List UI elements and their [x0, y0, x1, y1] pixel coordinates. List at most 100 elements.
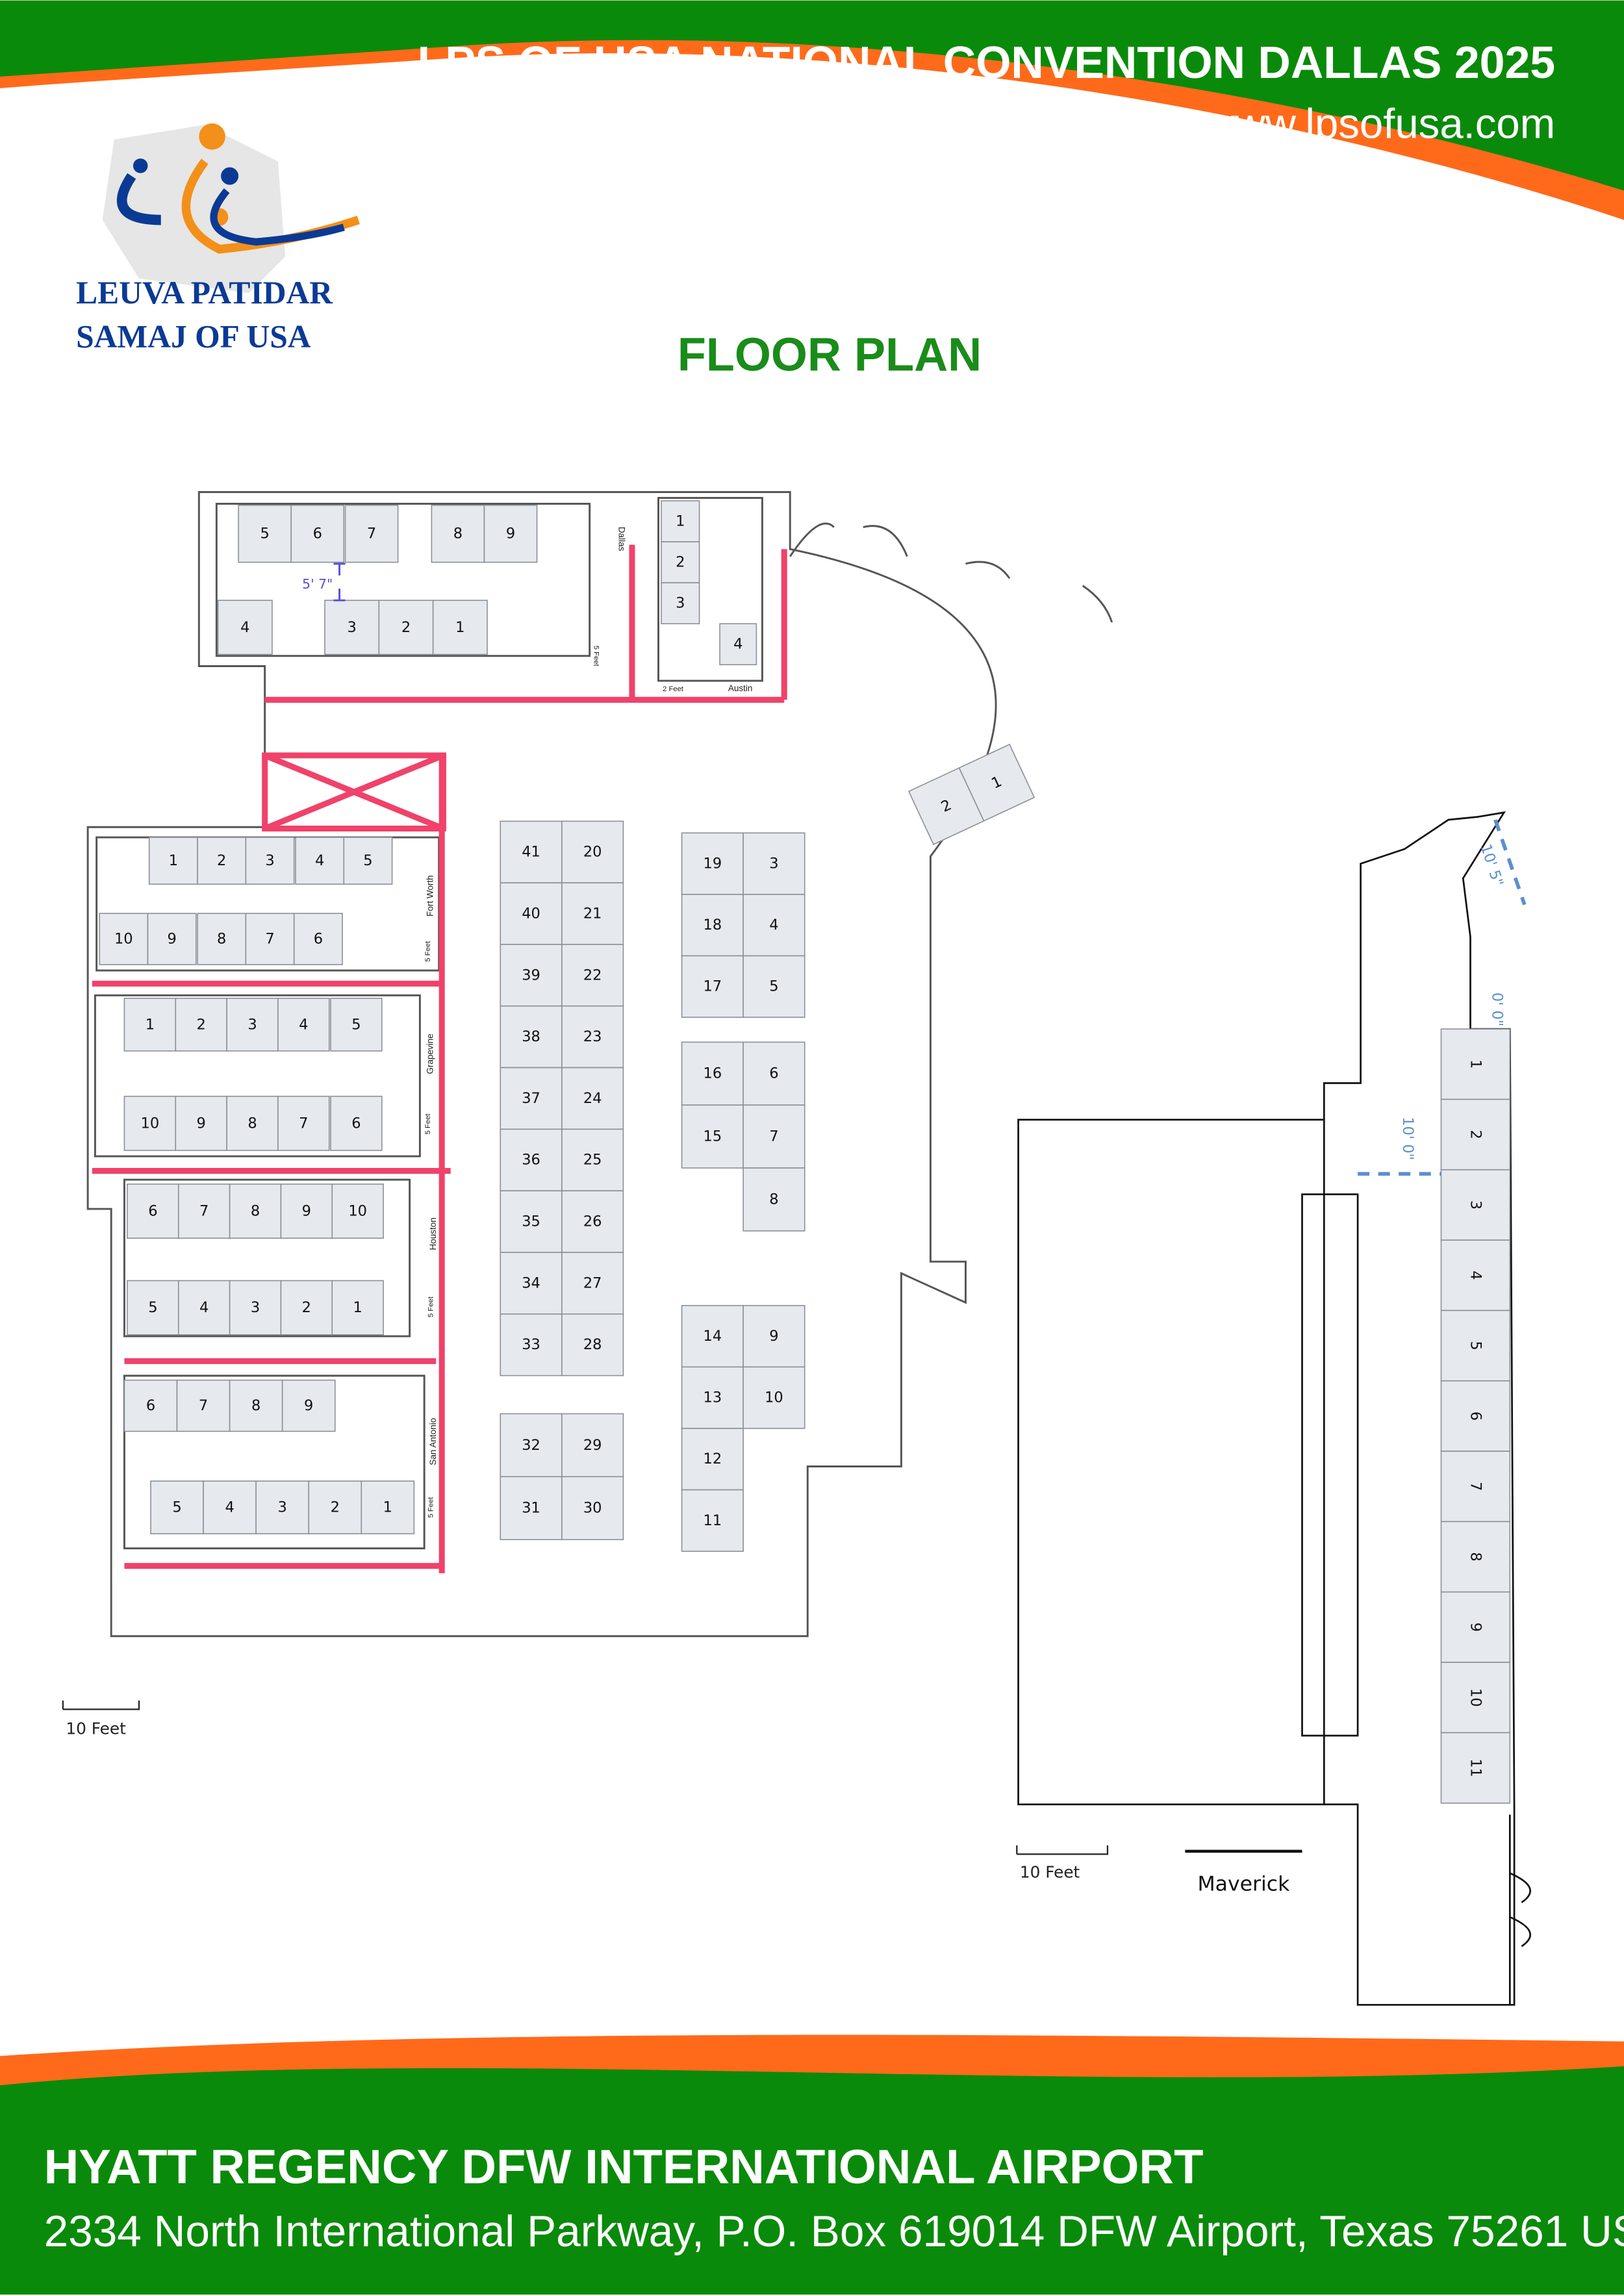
booth-houston-5[interactable]: 5 [127, 1280, 179, 1336]
booth-dallas-3[interactable]: 3 [324, 600, 380, 655]
booth-main-11[interactable]: 11 [681, 1489, 744, 1552]
booth-main-17[interactable]: 17 [681, 955, 744, 1018]
booth-main-34[interactable]: 34 [500, 1252, 563, 1315]
booth-fort-worth-6[interactable]: 6 [293, 913, 343, 965]
booth-san-antonio-7[interactable]: 7 [176, 1379, 231, 1432]
booth-main-14[interactable]: 14 [681, 1304, 744, 1368]
booth-maverick-6[interactable]: 6 [1440, 1380, 1511, 1452]
booth-main-35[interactable]: 35 [500, 1190, 563, 1253]
booth-grapevine-4[interactable]: 4 [277, 997, 330, 1052]
booth-fort-worth-9[interactable]: 9 [147, 913, 197, 965]
booth-houston-2[interactable]: 2 [280, 1280, 333, 1336]
booth-maverick-3[interactable]: 3 [1440, 1169, 1511, 1241]
booth-grapevine-5[interactable]: 5 [330, 997, 383, 1052]
booth-grapevine-6[interactable]: 6 [330, 1095, 383, 1151]
booth-main-37[interactable]: 37 [500, 1067, 563, 1130]
booth-main-38[interactable]: 38 [500, 1005, 563, 1069]
booth-main-18[interactable]: 18 [681, 894, 744, 957]
booth-main-4[interactable]: 4 [742, 894, 806, 957]
booth-fort-worth-5[interactable]: 5 [343, 837, 393, 885]
booth-maverick-2[interactable]: 2 [1440, 1098, 1511, 1171]
booth-san-antonio-6[interactable]: 6 [123, 1379, 178, 1432]
booth-main-30[interactable]: 30 [561, 1476, 624, 1540]
booth-houston-7[interactable]: 7 [177, 1184, 231, 1239]
booth-main-41[interactable]: 41 [500, 820, 563, 883]
booth-main-22[interactable]: 22 [561, 944, 624, 1007]
booth-main-20[interactable]: 20 [561, 820, 624, 883]
booth-maverick-5[interactable]: 5 [1440, 1310, 1511, 1382]
booth-dallas-7[interactable]: 7 [344, 504, 399, 563]
booth-dallas-6[interactable]: 6 [290, 504, 345, 563]
booth-dallas-4[interactable]: 4 [217, 600, 273, 655]
booth-dallas-5[interactable]: 5 [238, 504, 292, 563]
booth-houston-1[interactable]: 1 [331, 1280, 384, 1336]
booth-main-31[interactable]: 31 [500, 1476, 563, 1540]
booth-main-29[interactable]: 29 [561, 1413, 624, 1478]
booth-main-39[interactable]: 39 [500, 944, 563, 1007]
booth-main-23[interactable]: 23 [561, 1005, 624, 1069]
booth-grapevine-1[interactable]: 1 [123, 997, 177, 1052]
booth-main-6[interactable]: 6 [742, 1041, 806, 1106]
booth-main-9[interactable]: 9 [742, 1304, 806, 1368]
booth-maverick-7[interactable]: 7 [1440, 1451, 1511, 1523]
booth-maverick-4[interactable]: 4 [1440, 1239, 1511, 1312]
booth-san-antonio-1[interactable]: 1 [361, 1480, 415, 1534]
booth-san-antonio-4[interactable]: 4 [203, 1480, 257, 1534]
booth-dallas-9[interactable]: 9 [483, 504, 538, 563]
booth-fort-worth-3[interactable]: 3 [245, 837, 295, 885]
booth-grapevine-10[interactable]: 10 [123, 1095, 177, 1151]
booth-grapevine-9[interactable]: 9 [175, 1095, 227, 1151]
booth-fort-worth-4[interactable]: 4 [295, 837, 345, 885]
booth-main-26[interactable]: 26 [561, 1190, 624, 1253]
booth-main-12[interactable]: 12 [681, 1428, 744, 1491]
booth-main-33[interactable]: 33 [500, 1313, 563, 1376]
booth-grapevine-3[interactable]: 3 [226, 997, 279, 1052]
booth-dallas-8[interactable]: 8 [431, 504, 485, 563]
booth-main-13[interactable]: 13 [681, 1366, 744, 1429]
booth-houston-4[interactable]: 4 [177, 1280, 231, 1336]
booth-fort-worth-10[interactable]: 10 [99, 913, 149, 965]
booth-main-15[interactable]: 15 [681, 1104, 744, 1169]
booth-dallas-1[interactable]: 1 [432, 600, 488, 655]
booth-san-antonio-5[interactable]: 5 [150, 1480, 204, 1534]
booth-main-36[interactable]: 36 [500, 1128, 563, 1191]
booth-austin-3[interactable]: 3 [661, 582, 700, 624]
booth-fort-worth-2[interactable]: 2 [197, 837, 247, 885]
booth-maverick-8[interactable]: 8 [1440, 1521, 1511, 1593]
booth-main-24[interactable]: 24 [561, 1067, 624, 1130]
booth-maverick-10[interactable]: 10 [1440, 1662, 1511, 1734]
booth-houston-10[interactable]: 10 [331, 1184, 384, 1239]
booth-san-antonio-8[interactable]: 8 [229, 1379, 283, 1432]
booth-houston-9[interactable]: 9 [280, 1184, 333, 1239]
booth-fort-worth-7[interactable]: 7 [245, 913, 295, 965]
booth-austin-2[interactable]: 2 [661, 541, 700, 583]
booth-maverick-11[interactable]: 11 [1440, 1732, 1511, 1804]
register-link[interactable]: Register Online at www.lpsofusa.com [853, 99, 1555, 147]
booth-main-28[interactable]: 28 [561, 1313, 624, 1376]
booth-fort-worth-8[interactable]: 8 [197, 913, 247, 965]
booth-maverick-9[interactable]: 9 [1440, 1591, 1511, 1663]
booth-main-27[interactable]: 27 [561, 1252, 624, 1315]
booth-grapevine-8[interactable]: 8 [226, 1095, 279, 1151]
booth-austin-4[interactable]: 4 [719, 623, 757, 666]
booth-houston-6[interactable]: 6 [127, 1184, 179, 1239]
booth-grapevine-2[interactable]: 2 [175, 997, 227, 1052]
booth-lobby-2[interactable]: 2 [907, 767, 985, 845]
booth-maverick-1[interactable]: 1 [1440, 1028, 1511, 1100]
booth-san-antonio-3[interactable]: 3 [255, 1480, 310, 1534]
booth-austin-1[interactable]: 1 [661, 500, 700, 542]
booth-main-7[interactable]: 7 [742, 1104, 806, 1169]
booth-main-19[interactable]: 19 [681, 832, 744, 895]
booth-main-25[interactable]: 25 [561, 1128, 624, 1191]
booth-main-5[interactable]: 5 [742, 955, 806, 1018]
booth-san-antonio-9[interactable]: 9 [281, 1379, 336, 1432]
booth-houston-8[interactable]: 8 [229, 1184, 282, 1239]
booth-main-10[interactable]: 10 [742, 1366, 806, 1429]
booth-main-40[interactable]: 40 [500, 882, 563, 945]
booth-grapevine-7[interactable]: 7 [277, 1095, 330, 1151]
booth-main-16[interactable]: 16 [681, 1041, 744, 1106]
booth-houston-3[interactable]: 3 [229, 1280, 282, 1336]
booth-main-3[interactable]: 3 [742, 832, 806, 895]
booth-san-antonio-2[interactable]: 2 [308, 1480, 362, 1534]
booth-main-21[interactable]: 21 [561, 882, 624, 945]
